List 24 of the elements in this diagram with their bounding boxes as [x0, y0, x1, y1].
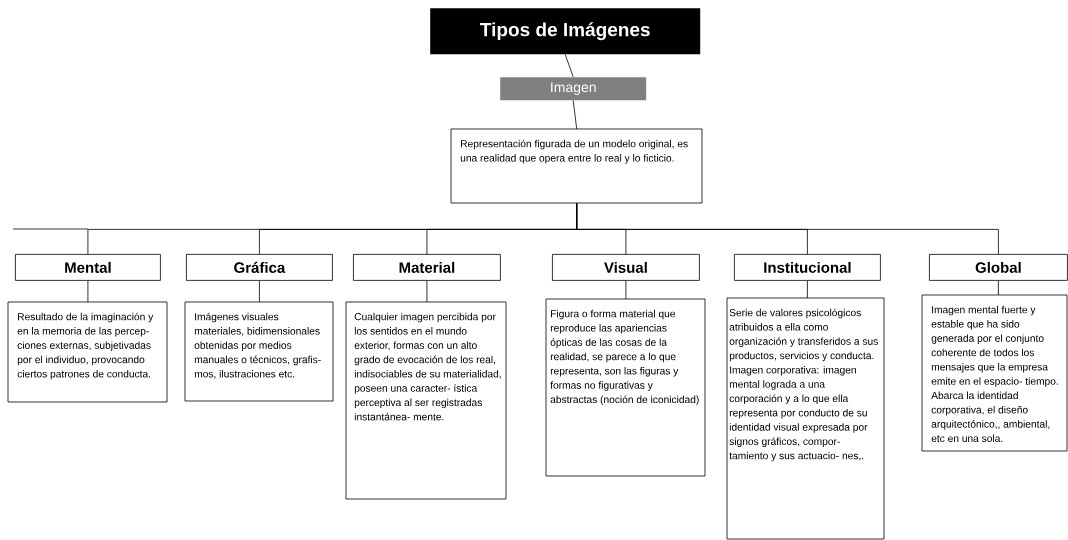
connector-line [576, 203, 999, 255]
type-header-box: Global [929, 254, 1068, 281]
description-box: Representación figurada de un modelo original, es una realidad que opera entre lo real y lo ficticio. [450, 128, 703, 204]
connector-line [572, 100, 578, 130]
description-box: Figura o forma material que reproduce las apariencias ópticas de las cosas de la realidad, se parece a lo que representa, son las figuras y formas no figurativas y abstractas (noción de iconicidad) [545, 298, 706, 477]
connector-line [259, 280, 260, 303]
type-header-box: Mental [15, 254, 161, 281]
type-header-box: Material [353, 254, 501, 281]
type-header-box: Institucional [734, 254, 881, 281]
type-header-box: Gráfica [186, 254, 333, 281]
connector-line [807, 280, 808, 299]
connector-line [87, 280, 89, 303]
category-box: Imagen [500, 77, 647, 101]
type-header-box: Visual [552, 254, 700, 281]
description-box: Imagen mental fuerte y estable que ha sido generada por el conjunto coherente de todos los mensajes que la empresa emite en el espacio- tiempo. Abarca la identidad corporativa, el diseño arquitectónico,, ambiental, etc en una sola. [921, 294, 1068, 452]
description-box: Resultado de la imaginación y en la memoria de las percep- ciones externas, subjetivadas por el individuo, provocando ciertos patrones de conducta. [7, 301, 168, 403]
title-box: Tipos de Imágenes [430, 8, 701, 55]
description-box: Serie de valores psicológicos atribuidos a ella como organización y transferidos a sus productos, servicios y conducta. Imagen corporativa: imagen mental lograda a una corporación y a lo que ella representa por conducto de su identidad visual expresada por signos gráficos, compor- tamiento y sus actuacio- nes,. [726, 297, 885, 540]
connector-line [426, 280, 428, 303]
description-box: Imágenes visuales materiales, bidimensionales obtenidas por medios manuales o técnicos, grafis- mos, ilustraciones etc. [184, 301, 334, 402]
connector-line [564, 54, 574, 78]
description-box: Cualquier imagen percibida por los sentidos en el mundo exterior, formas con un alto grado de evocación de los real, indisociables de su materialidad, poseen una caracter- ística perceptiva al ser registradas instantánea- mente. [345, 301, 507, 500]
connector-line [998, 280, 999, 296]
connector-line [625, 280, 627, 300]
